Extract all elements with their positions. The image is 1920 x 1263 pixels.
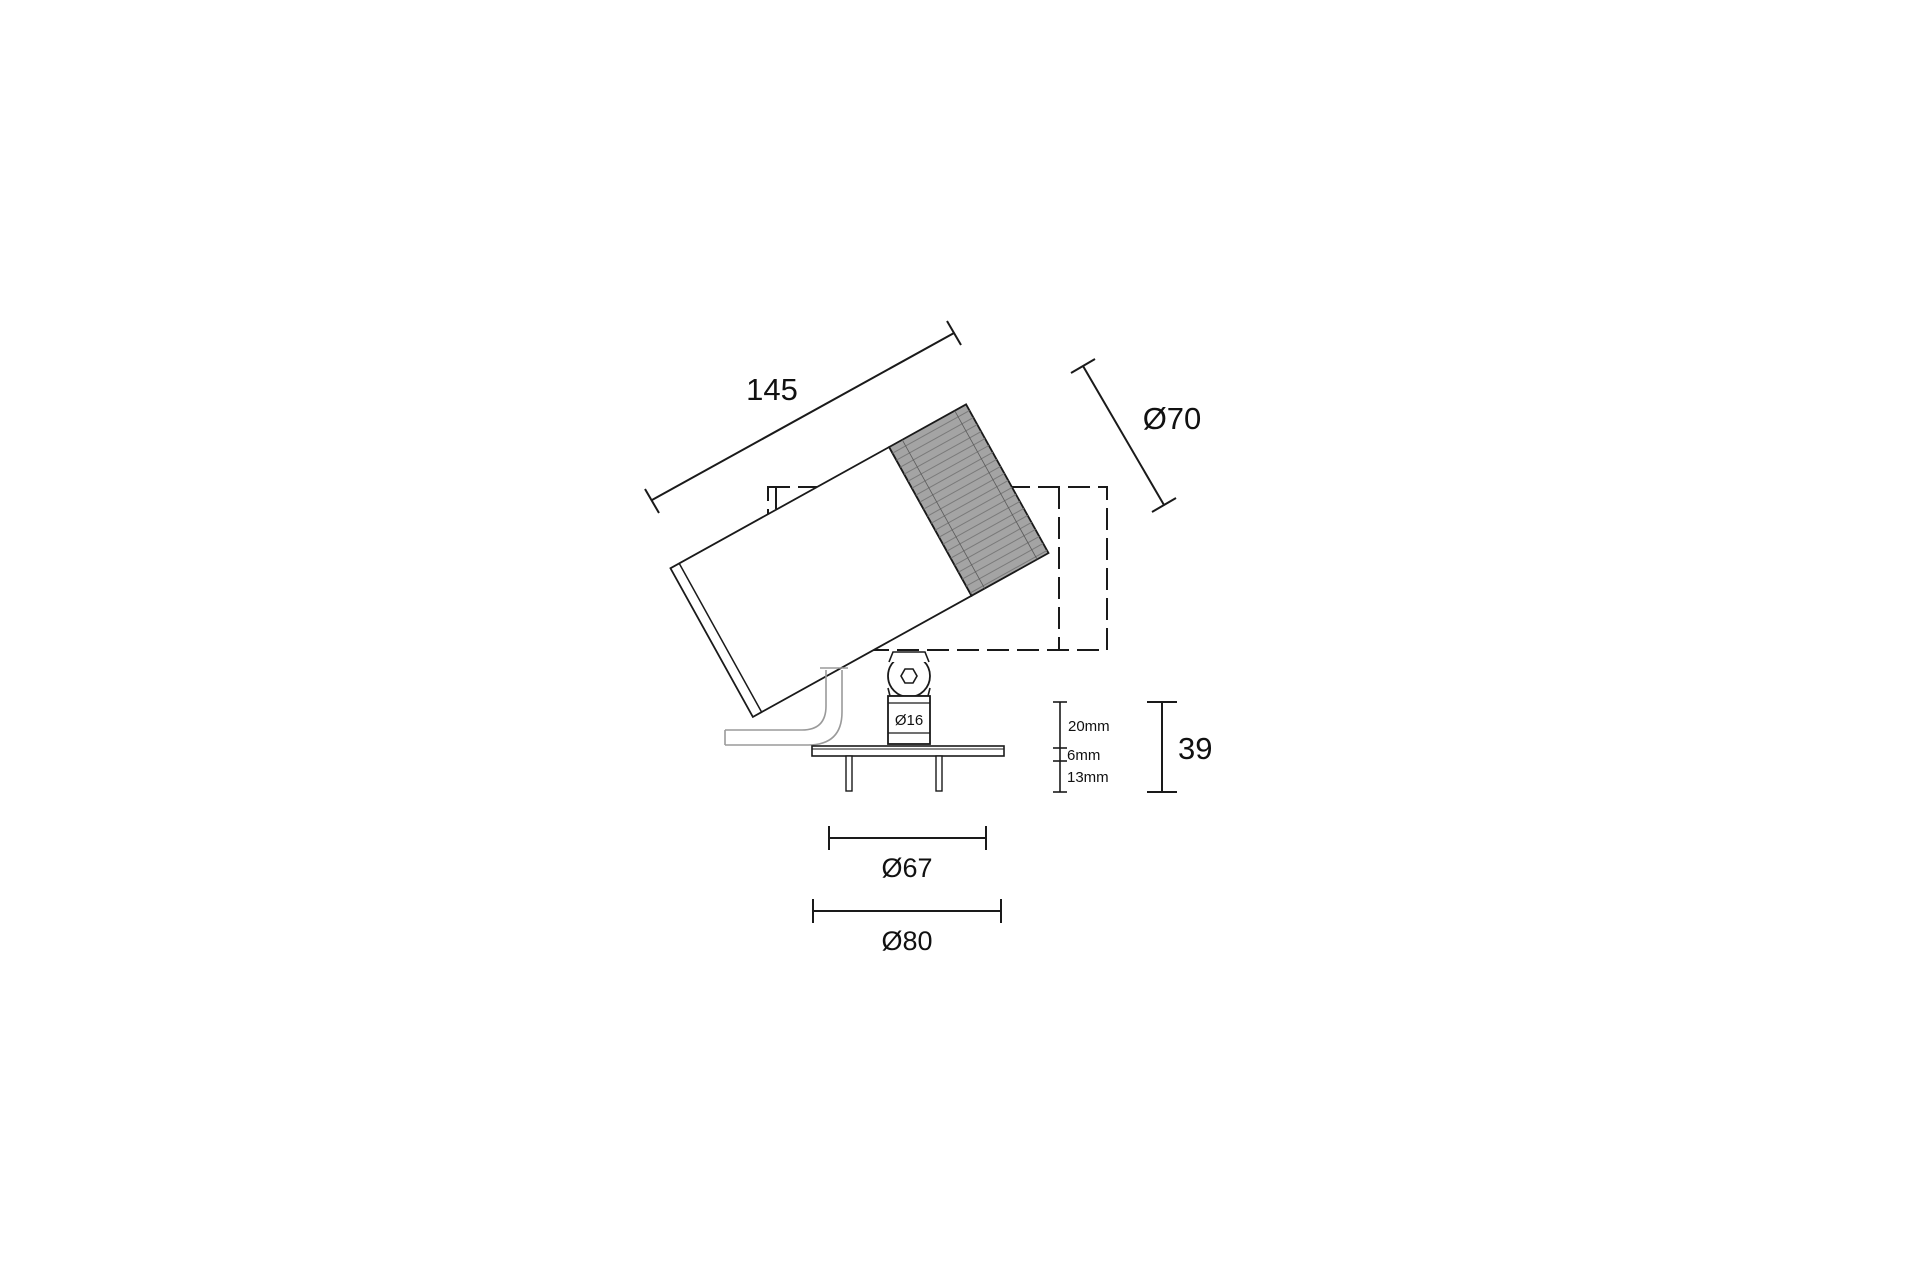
segment-mid-label: 6mm (1067, 747, 1100, 764)
lamp-body (669, 403, 1050, 719)
dimension-height-segments: 20mm 6mm 13mm (1053, 701, 1110, 793)
dimension-flange-inner: Ø67 (828, 826, 987, 883)
dimension-length: 145 (644, 320, 962, 514)
dimension-total-height: 39 (1147, 701, 1212, 793)
length-label: 145 (746, 372, 798, 407)
flange-plate (811, 745, 1005, 792)
segment-bottom-label: 13mm (1067, 769, 1109, 786)
segment-top-label: 20mm (1068, 718, 1110, 735)
total-height-label: 39 (1178, 731, 1212, 766)
dimension-head-diameter: Ø70 (1070, 358, 1202, 513)
stem: Ø16 (887, 695, 931, 745)
lens-ring (887, 403, 1050, 597)
dimension-flange-outer: Ø80 (812, 899, 1002, 956)
stem-diameter-label: Ø16 (895, 712, 923, 729)
swivel-joint (887, 651, 931, 698)
cable (724, 667, 848, 746)
flange-inner-label: Ø67 (881, 853, 932, 883)
flange-outer-label: Ø80 (881, 926, 932, 956)
hex-screw-icon (900, 668, 918, 684)
head-diameter-label: Ø70 (1143, 401, 1202, 436)
